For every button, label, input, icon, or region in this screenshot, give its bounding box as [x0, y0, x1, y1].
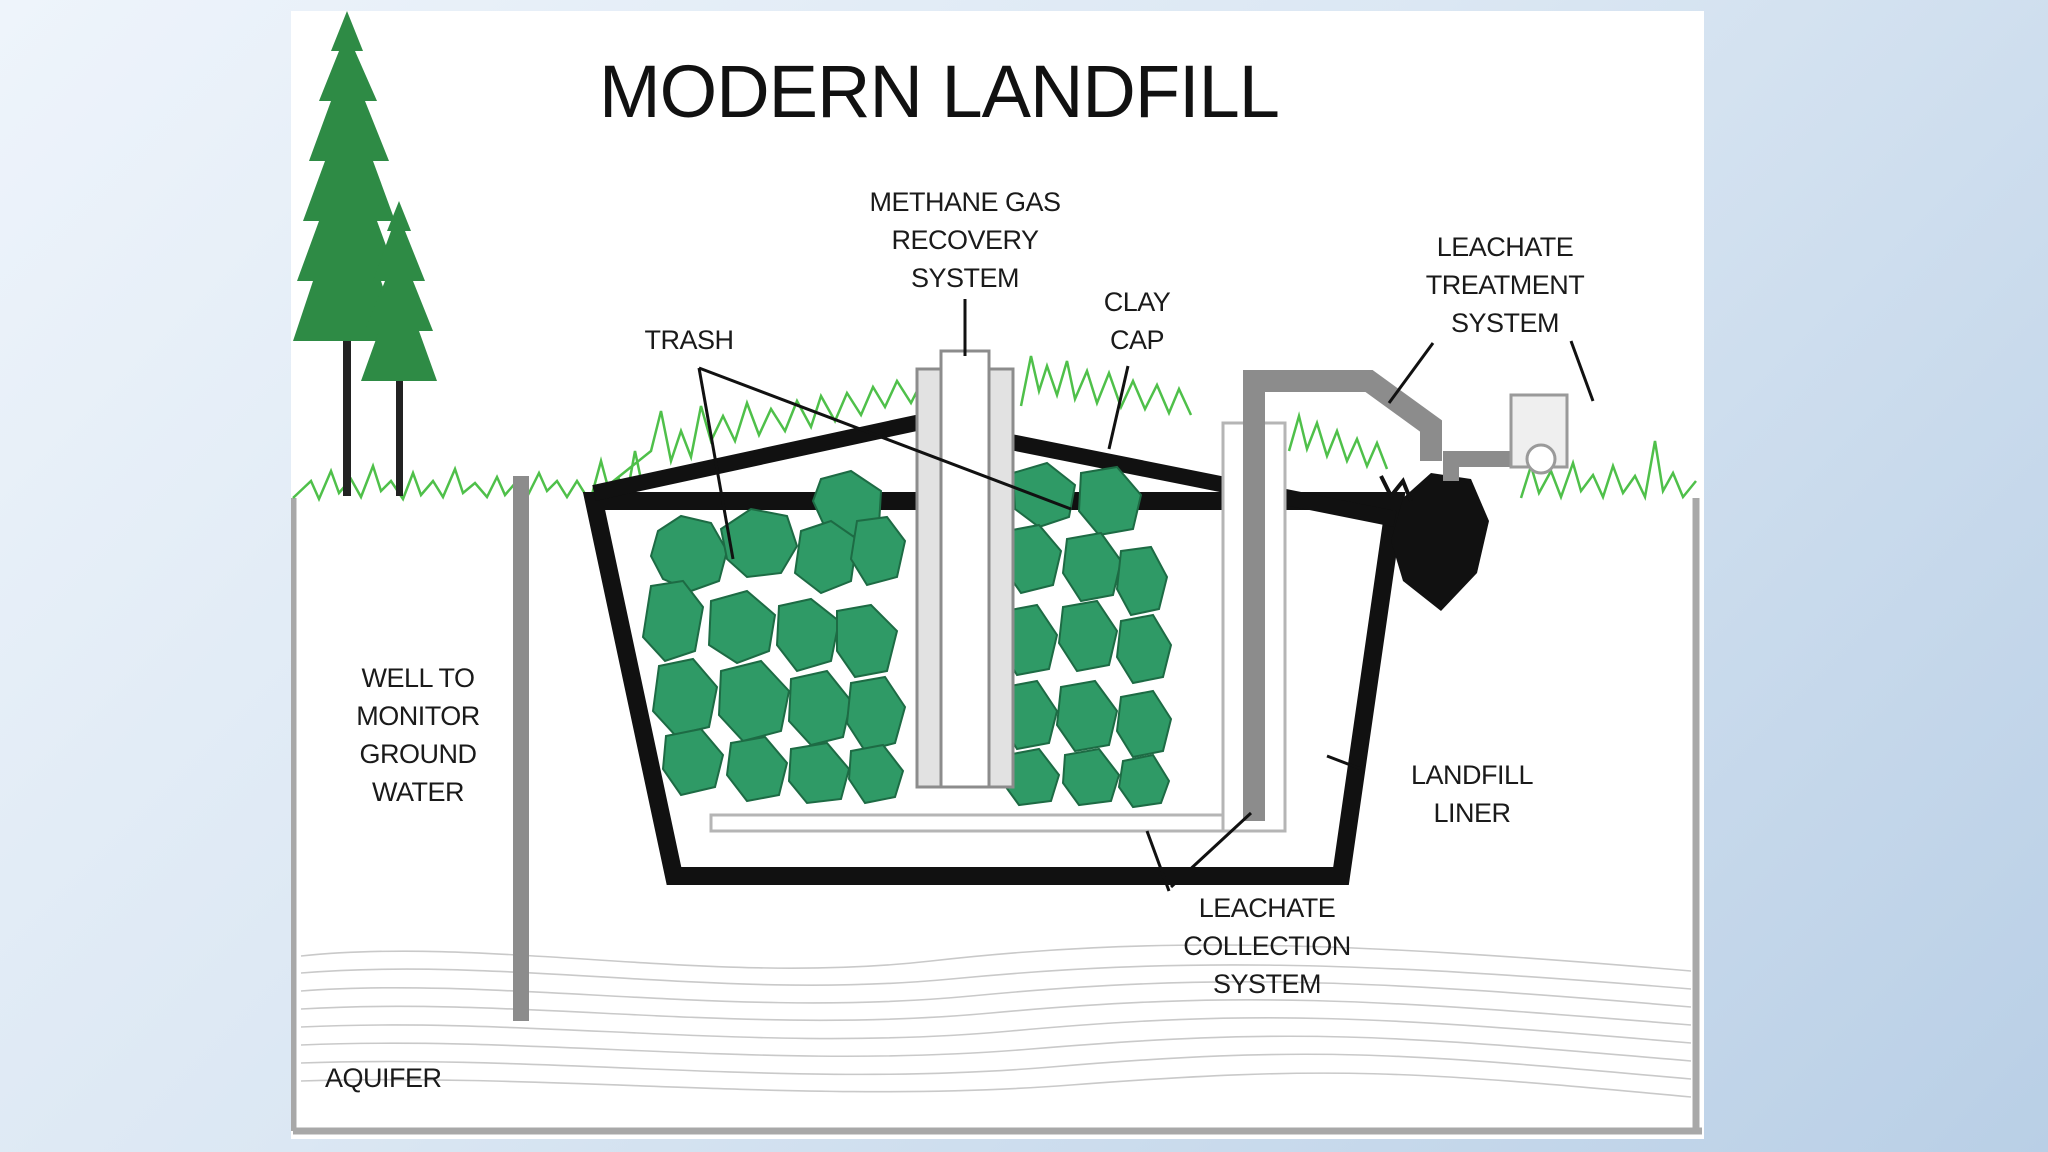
- label-clay-cap: CLAY CAP: [1104, 287, 1172, 355]
- leachate-collection-pipe: [709, 370, 1442, 833]
- label-well-line2: MONITOR: [356, 701, 480, 731]
- label-clay-cap-line2: CAP: [1110, 325, 1164, 355]
- methane-vent: [915, 299, 1015, 789]
- label-clay-cap-line1: CLAY: [1104, 287, 1171, 317]
- label-landfill-liner: LANDFILL LINER: [1411, 760, 1534, 828]
- label-leachate-treatment-line1: LEACHATE: [1437, 232, 1574, 262]
- label-landfill-liner-line1: LANDFILL: [1411, 760, 1534, 790]
- label-well: WELL TO MONITOR GROUND WATER: [356, 663, 480, 807]
- label-methane-line2: RECOVERY: [891, 225, 1039, 255]
- aquifer-waves: [300, 944, 1692, 1098]
- trash-mass: [641, 461, 1173, 809]
- label-well-line4: WATER: [372, 777, 464, 807]
- diagram-title: MODERN LANDFILL: [599, 50, 1279, 133]
- label-well-line1: WELL TO: [361, 663, 474, 693]
- label-methane-line1: METHANE GAS: [869, 187, 1060, 217]
- ground-frame: [291, 498, 1702, 1135]
- label-well-line3: GROUND: [360, 739, 477, 769]
- leachate-treatment-unit: [1379, 393, 1569, 611]
- label-trash: TRASH: [644, 325, 733, 355]
- label-aquifer: AQUIFER: [325, 1063, 442, 1093]
- label-landfill-liner-line2: LINER: [1433, 798, 1510, 828]
- label-leachate-collection-line1: LEACHATE: [1199, 893, 1336, 923]
- label-leachate-treatment-line2: TREATMENT: [1426, 270, 1585, 300]
- label-methane: METHANE GAS RECOVERY SYSTEM: [869, 187, 1061, 293]
- diagram-slide: MODERN LANDFILL: [291, 11, 1704, 1139]
- label-leachate-collection: LEACHATE COLLECTION SYSTEM: [1183, 893, 1351, 999]
- tree-tall: [293, 11, 401, 496]
- label-leachate-treatment-line3: SYSTEM: [1451, 308, 1559, 338]
- landfill-diagram: MODERN LANDFILL: [291, 11, 1702, 1135]
- label-methane-line3: SYSTEM: [911, 263, 1019, 293]
- monitoring-well: [513, 476, 529, 1021]
- label-leachate-collection-line2: COLLECTION: [1183, 931, 1351, 961]
- tree-short: [361, 201, 437, 496]
- label-leachate-treatment: LEACHATE TREATMENT SYSTEM: [1426, 232, 1585, 338]
- label-leachate-collection-line3: SYSTEM: [1213, 969, 1321, 999]
- leader-lines: [697, 340, 1595, 892]
